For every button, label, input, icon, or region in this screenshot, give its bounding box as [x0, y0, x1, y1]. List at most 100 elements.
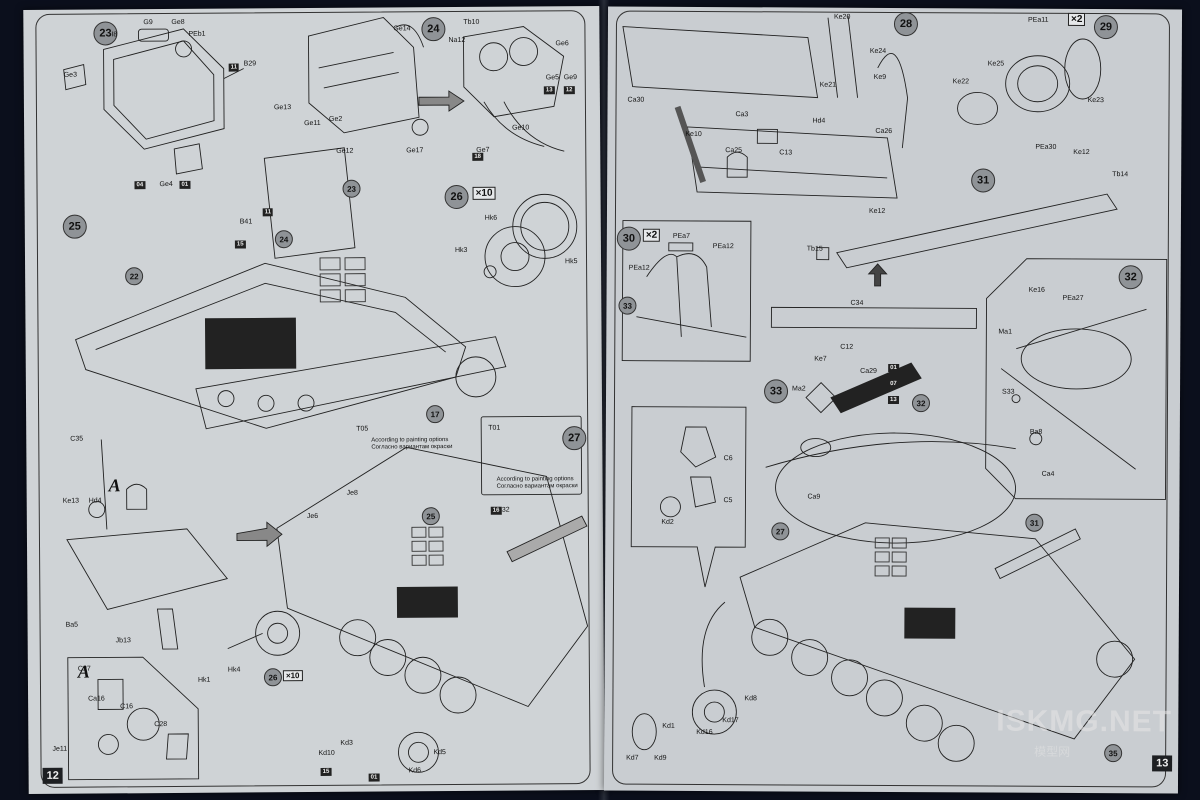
part-label: C6 — [723, 455, 733, 463]
part-label: G9 — [143, 19, 153, 27]
ref-26: 26 — [263, 668, 282, 687]
part-label: Kd17 — [722, 717, 739, 725]
page-number-left: 12 — [42, 767, 63, 784]
part-label: Ke7 — [814, 355, 827, 363]
ref-25: 25 — [421, 507, 440, 526]
part-label: Ge10 — [512, 124, 530, 132]
step-30-number: 30 — [616, 226, 641, 251]
instruction-page-right: 28 29 30 31 32 33 33 32 27 31 35 ×2 ×2 C… — [603, 6, 1183, 794]
assembly-drawing-right — [621, 15, 1168, 762]
turret-ring-drawing — [765, 362, 1016, 544]
paint-tag: 15 — [320, 767, 332, 776]
part-label: PEa7 — [672, 232, 690, 240]
part-label: Ge17 — [406, 147, 424, 155]
paint-tag: 04 — [134, 181, 146, 190]
paint-tag: 18 — [472, 152, 484, 161]
part-label: Kd9 — [654, 754, 667, 762]
part-label: Ca4 — [1041, 470, 1055, 478]
part-label: Ca16 — [88, 695, 105, 703]
part-label: Ge9 — [563, 74, 578, 82]
part-label: C13 — [779, 149, 793, 157]
inset-A — [67, 656, 200, 781]
part-label: B41 — [239, 218, 253, 226]
watermark-sub: 模型网 — [1034, 744, 1071, 759]
step-25-number: 25 — [62, 214, 87, 239]
part-label: Ge4 — [159, 180, 173, 189]
step-25-drawing — [75, 147, 507, 430]
ref-24: 24 — [274, 230, 293, 249]
ref-27: 27 — [771, 522, 790, 541]
part-label: Ke13 — [62, 497, 80, 505]
part-label: Ke23 — [1087, 97, 1104, 105]
part-label: Kd7 — [626, 754, 639, 762]
part-label: Hd4 — [812, 117, 826, 125]
part-label: T01 — [488, 424, 501, 432]
inset-32 — [985, 258, 1168, 500]
part-label: Kd3 — [340, 739, 353, 747]
part-label: C35 — [70, 435, 84, 443]
part-label: Ge2 — [329, 115, 343, 123]
part-label: C5 — [723, 497, 733, 505]
part-label: Tb15 — [806, 245, 823, 253]
part-label: Kd16 — [696, 728, 713, 737]
part-label: Jb13 — [115, 637, 131, 645]
lower-hull-drawing — [227, 446, 589, 773]
part-label: PEa12 — [628, 264, 650, 272]
part-label: Ca29 — [860, 367, 877, 375]
step-23-drawing — [63, 28, 244, 175]
multiplier-26b: ×10 — [282, 670, 303, 682]
part-label: C34 — [850, 299, 864, 307]
part-label: Ge3 — [63, 71, 77, 79]
paint-tag: 11 — [228, 63, 240, 72]
ref-35: 35 — [1104, 744, 1123, 763]
part-label: T05 — [356, 425, 369, 433]
part-label: PEb1 — [188, 30, 206, 38]
multiplier-30: ×2 — [642, 228, 661, 242]
ref-31: 31 — [1025, 513, 1044, 532]
ref-32: 32 — [911, 394, 931, 413]
step-26-drawing — [483, 193, 578, 288]
paint-tag: 13 — [887, 395, 899, 405]
part-label: Ca3 — [735, 111, 749, 119]
part-label: Ke12 — [1073, 148, 1090, 157]
ref-17: 17 — [426, 405, 445, 424]
inset-A-drawing — [97, 678, 189, 760]
inset-33 — [630, 406, 747, 588]
paint-tag: 01 — [179, 180, 191, 189]
part-label: Ge8 — [171, 18, 185, 26]
step-31-drawing — [770, 193, 1118, 329]
paint-tag: 15 — [234, 240, 246, 249]
part-label: Ma2 — [792, 385, 806, 393]
part-label: Ca25 — [725, 147, 743, 155]
inset-painting-option — [480, 415, 583, 496]
part-label: Ba8 — [1029, 428, 1043, 436]
part-label: PEa27 — [1062, 294, 1084, 302]
inset-30 — [621, 220, 752, 362]
part-label: Hk5 — [565, 258, 578, 266]
step-33-number: 33 — [763, 379, 789, 404]
paint-tag: 13 — [543, 86, 555, 95]
letter-A-marker: A — [108, 475, 121, 496]
part-label: Hk3 — [454, 246, 468, 255]
part-label: Kd1 — [662, 722, 675, 730]
part-label: Ke21 — [819, 81, 837, 89]
part-label: Ke25 — [987, 60, 1005, 68]
part-label: Ke20 — [833, 13, 851, 21]
step-29-drawing — [957, 38, 1102, 125]
multiplier-29: ×2 — [1067, 12, 1086, 27]
step-29-number: 29 — [1093, 15, 1119, 40]
paint-tag: 01 — [888, 363, 899, 373]
watermark: ISKMG.NET — [996, 704, 1173, 739]
step-24-drawing — [308, 17, 565, 152]
part-label: B29 — [243, 60, 257, 68]
hull-drawing — [631, 522, 1136, 762]
part-label: Ke16 — [1028, 286, 1045, 294]
part-label: Hk4 — [227, 666, 241, 674]
part-label: Ke12 — [868, 207, 886, 215]
assembly-drawing-left — [63, 17, 589, 781]
part-label: Ke22 — [952, 78, 970, 86]
paint-tag: 11 — [262, 208, 274, 217]
step-27-hatch-drawing — [66, 439, 229, 650]
part-label: Ge14 — [393, 25, 411, 33]
